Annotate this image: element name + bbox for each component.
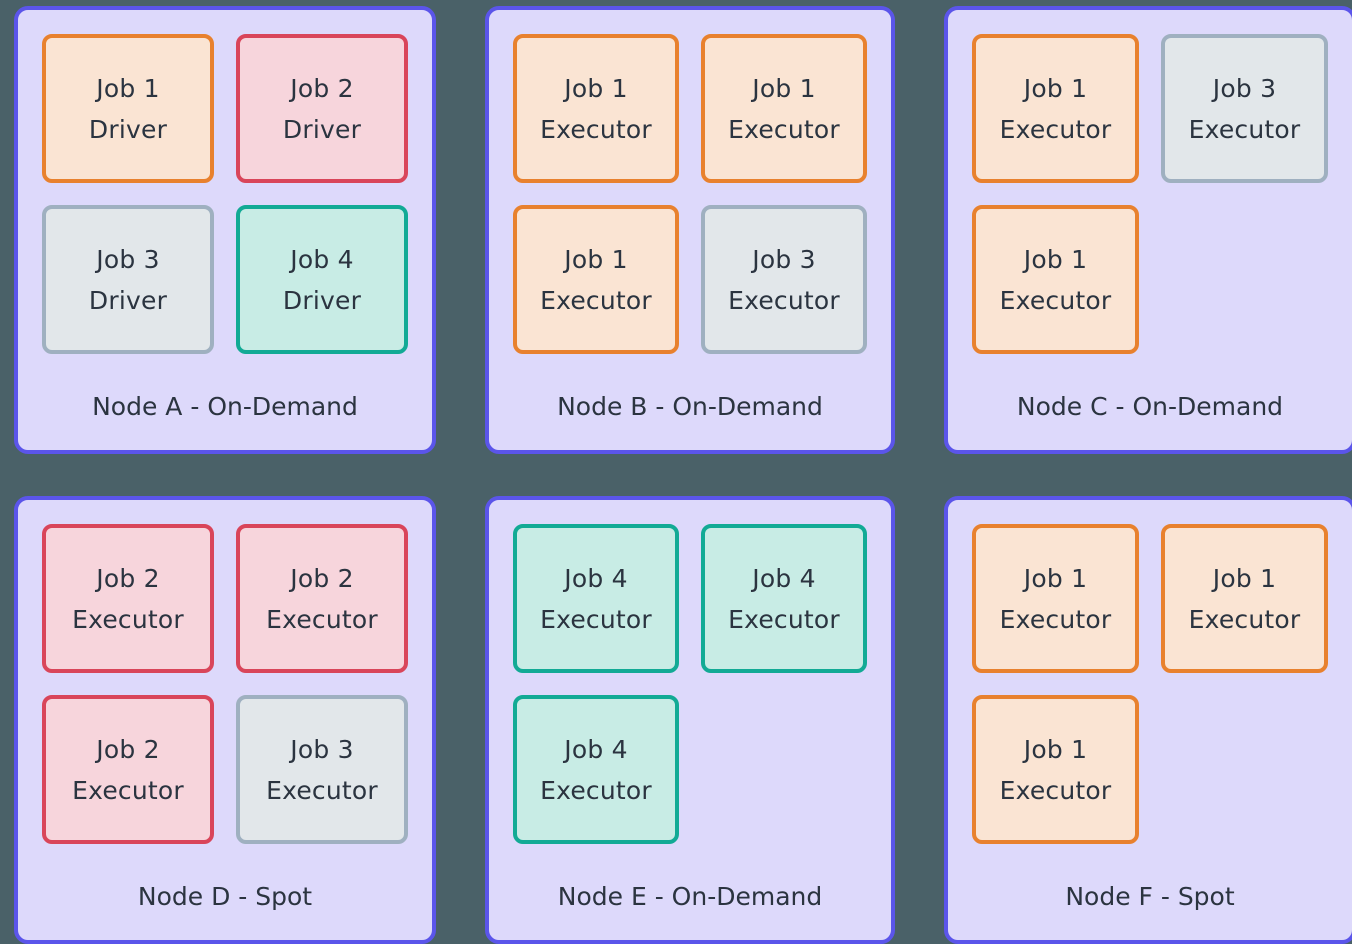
job-name-label: Job 3	[290, 734, 354, 764]
job-box[interactable]: Job 2 Executor	[42, 524, 214, 673]
job-name-label: Job 4	[564, 734, 628, 764]
job-role-label: Executor	[540, 775, 652, 805]
job-role-label: Driver	[88, 114, 168, 144]
job-role-label: Executor	[266, 775, 378, 805]
job-role-label: Executor	[728, 285, 840, 315]
empty-slot	[1161, 695, 1328, 844]
job-box[interactable]: Job 1 Executor	[701, 34, 867, 183]
job-name-label: Job 4	[564, 563, 628, 593]
node-label: Node B - On-Demand	[557, 392, 823, 421]
job-box[interactable]: Job 3 Executor	[236, 695, 408, 844]
node-label: Node A - On-Demand	[92, 392, 358, 421]
job-name-label: Job 1	[564, 244, 628, 274]
job-name-label: Job 2	[96, 734, 160, 764]
job-box[interactable]: Job 2 Driver	[236, 34, 408, 183]
job-role-label: Executor	[540, 114, 652, 144]
job-role-label: Executor	[72, 604, 184, 634]
job-box[interactable]: Job 4 Executor	[513, 695, 679, 844]
job-role-label: Executor	[728, 604, 840, 634]
job-name-label: Job 3	[752, 244, 816, 274]
node-label: Node E - On-Demand	[557, 882, 823, 911]
job-name-label: Job 1	[1212, 563, 1277, 593]
job-name-label: Job 1	[96, 73, 160, 103]
job-box[interactable]: Job 1 Driver	[42, 34, 214, 183]
job-name-label: Job 1	[1023, 73, 1088, 103]
job-box[interactable]: Job 2 Executor	[42, 695, 214, 844]
job-role-label: Executor	[1188, 604, 1301, 634]
job-box[interactable]: Job 4 Executor	[701, 524, 867, 673]
job-box[interactable]: Job 1 Executor	[513, 205, 679, 354]
job-box[interactable]: Job 4 Driver	[236, 205, 408, 354]
job-role-label: Executor	[1188, 114, 1301, 144]
job-role-label: Executor	[540, 285, 652, 315]
job-name-label: Job 1	[1023, 563, 1088, 593]
job-name-label: Job 3	[96, 244, 160, 274]
job-box[interactable]: Job 1 Executor	[1161, 524, 1328, 673]
empty-slot	[701, 695, 867, 844]
job-role-label: Driver	[88, 285, 168, 315]
node-label: Node F - Spot	[1065, 882, 1235, 911]
job-box[interactable]: Job 3 Executor	[1161, 34, 1328, 183]
job-name-label: Job 2	[290, 73, 354, 103]
job-role-label: Driver	[282, 285, 362, 315]
node-label: Node D - Spot	[137, 882, 313, 911]
job-role-label: Executor	[266, 604, 378, 634]
job-box[interactable]: Job 1 Executor	[972, 205, 1139, 354]
job-role-label: Executor	[540, 604, 652, 634]
job-box[interactable]: Job 3 Executor	[701, 205, 867, 354]
job-name-label: Job 1	[752, 73, 816, 103]
job-name-label: Job 4	[290, 244, 354, 274]
job-role-label: Executor	[999, 285, 1112, 315]
job-name-label: Job 1	[1023, 244, 1088, 274]
job-box[interactable]: Job 1 Executor	[972, 695, 1139, 844]
job-name-label: Job 2	[96, 563, 160, 593]
job-name-label: Job 4	[752, 563, 816, 593]
node-label: Node C - On-Demand	[1016, 392, 1284, 421]
job-role-label: Executor	[999, 775, 1112, 805]
job-box[interactable]: Job 1 Executor	[972, 34, 1139, 183]
job-role-label: Executor	[728, 114, 840, 144]
job-box[interactable]: Job 2 Executor	[236, 524, 408, 673]
job-role-label: Driver	[282, 114, 362, 144]
job-role-label: Executor	[999, 604, 1112, 634]
job-name-label: Job 1	[564, 73, 628, 103]
job-name-label: Job 3	[1212, 73, 1277, 103]
empty-slot	[1161, 205, 1328, 354]
job-name-label: Job 1	[1023, 734, 1088, 764]
job-role-label: Executor	[72, 775, 184, 805]
job-name-label: Job 2	[290, 563, 354, 593]
job-box[interactable]: Job 1 Executor	[972, 524, 1139, 673]
job-box[interactable]: Job 4 Executor	[513, 524, 679, 673]
job-box[interactable]: Job 1 Executor	[513, 34, 679, 183]
job-box[interactable]: Job 3 Driver	[42, 205, 214, 354]
job-role-label: Executor	[999, 114, 1112, 144]
